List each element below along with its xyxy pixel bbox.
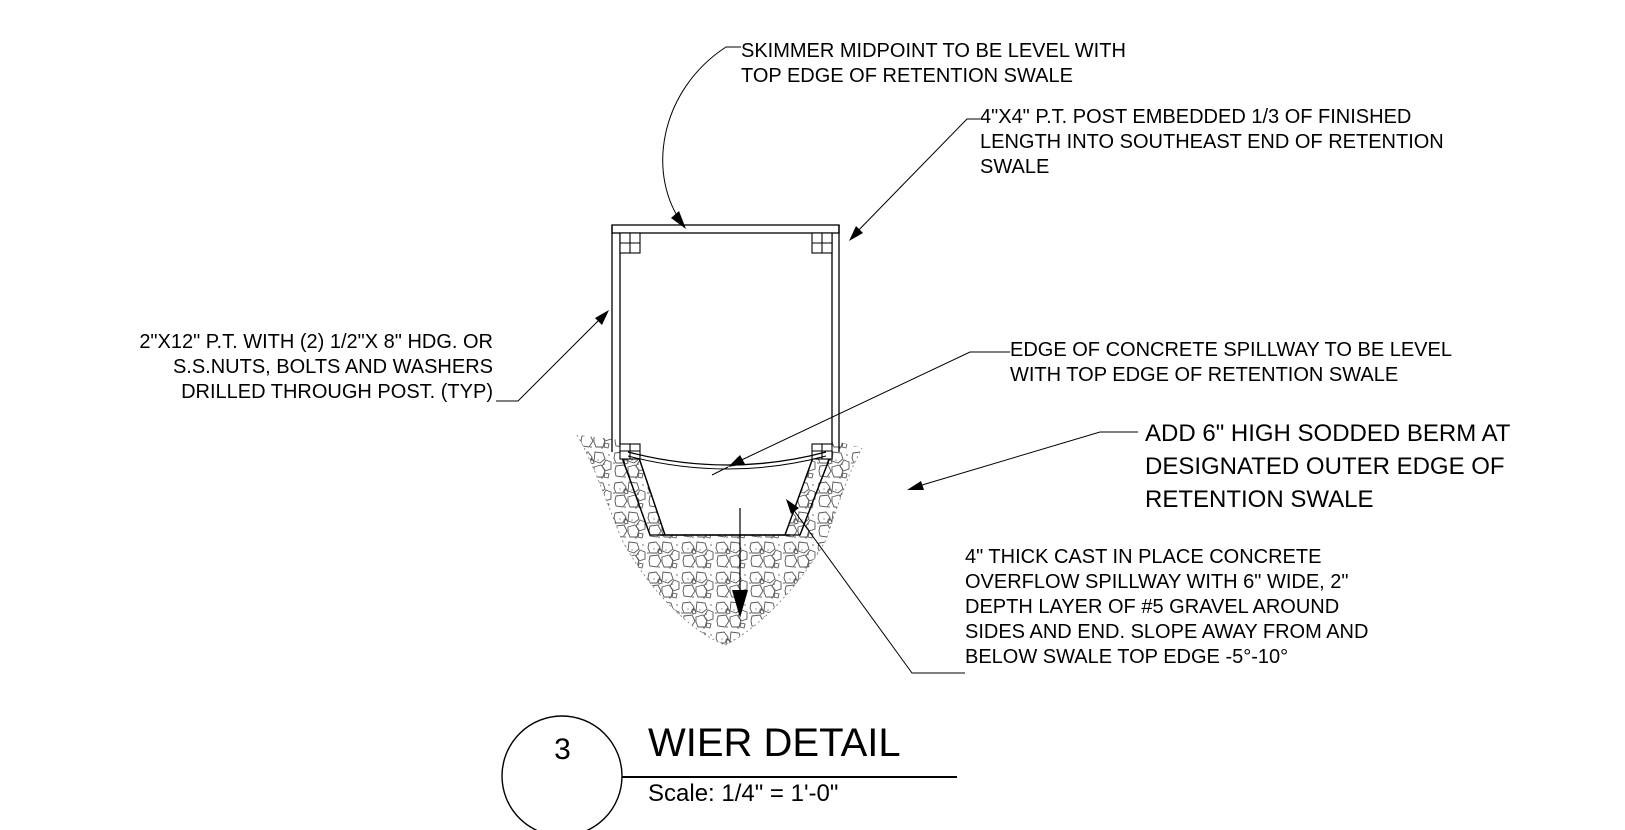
note-line: SIDES AND END. SLOPE AWAY FROM AND <box>965 621 1369 643</box>
post-bottom-right <box>811 443 833 460</box>
leader-post-arrow <box>849 226 863 241</box>
note-line: LENGTH INTO SOUTHEAST END OF RETENTION <box>980 131 1444 153</box>
skimmer-board <box>627 451 827 466</box>
leader-plank-arrow <box>595 310 609 325</box>
note-line: OVERFLOW SPILLWAY WITH 6" WIDE, 2" <box>965 571 1349 593</box>
detail-title: WIER DETAIL <box>648 721 901 765</box>
spillway-left-inner <box>636 451 666 536</box>
note-line: DEPTH LAYER OF #5 GRAVEL AROUND <box>965 596 1340 618</box>
spillway-right-outer <box>799 451 833 536</box>
note-skimmer-midpoint: SKIMMER MIDPOINT TO BE LEVEL WITH TOP ED… <box>741 39 1126 89</box>
leader-spillway-edge-tail <box>711 466 729 476</box>
note-line: SKIMMER MIDPOINT TO BE LEVEL WITH <box>741 40 1126 62</box>
leader-spillway-edge-arrow <box>728 455 745 467</box>
detail-number: 3 <box>554 733 571 766</box>
gravel-outline-right <box>724 447 863 646</box>
note-line: 4"X4" P.T. POST EMBEDDED 1/3 OF FINISHED <box>980 106 1412 128</box>
spillway-right-inner <box>784 451 816 536</box>
leader-berm-arrow <box>907 481 924 490</box>
leader-concrete <box>789 504 965 674</box>
top-plank <box>611 224 840 234</box>
note-post: 4"X4" P.T. POST EMBEDDED 1/3 OF FINISHED… <box>980 105 1444 180</box>
note-line: DRILLED THROUGH POST. (TYP) <box>181 381 493 403</box>
post-top-right <box>811 232 833 254</box>
leader-concrete-arrow <box>786 499 799 514</box>
leader-plank <box>496 312 607 402</box>
leader-post <box>850 118 980 239</box>
leader-skimmer <box>662 46 741 227</box>
leader-spillway-edge <box>732 351 1010 465</box>
skimmer-board-lower <box>627 455 827 470</box>
leader-berm <box>911 431 1138 489</box>
spillway-left-outer <box>619 451 651 536</box>
note-line: ADD 6" HIGH SODDED BERM AT <box>1145 420 1511 447</box>
detail-scale: Scale: 1/4" = 1'-0" <box>648 780 839 807</box>
post-bottom-left <box>619 443 641 460</box>
note-spillway-edge: EDGE OF CONCRETE SPILLWAY TO BE LEVEL WI… <box>1010 338 1452 388</box>
note-line: S.S.NUTS, BOLTS AND WASHERS <box>172 356 493 378</box>
gravel-fill <box>577 435 862 645</box>
post-top-left <box>619 232 641 254</box>
note-plank: 2"X12" P.T. WITH (2) 1/2"X 8" HDG. OR S.… <box>139 330 493 405</box>
note-concrete-spillway: 4" THICK CAST IN PLACE CONCRETE OVERFLOW… <box>965 545 1368 670</box>
leader-skimmer-arrow <box>671 211 686 229</box>
flow-arrow-head <box>732 590 748 618</box>
note-line: WITH TOP EDGE OF RETENTION SWALE <box>1010 364 1399 386</box>
note-line: 2"X12" P.T. WITH (2) 1/2"X 8" HDG. OR <box>139 331 493 353</box>
note-line: DESIGNATED OUTER EDGE OF <box>1145 453 1505 480</box>
note-berm: ADD 6" HIGH SODDED BERM AT DESIGNATED OU… <box>1145 417 1510 516</box>
note-line: BELOW SWALE TOP EDGE -5°-10° <box>965 646 1289 668</box>
note-line: RETENTION SWALE <box>1145 486 1374 513</box>
note-line: TOP EDGE OF RETENTION SWALE <box>741 65 1073 87</box>
gravel-outline-left <box>576 434 726 646</box>
note-line: EDGE OF CONCRETE SPILLWAY TO BE LEVEL <box>1010 339 1452 361</box>
note-line: 4" THICK CAST IN PLACE CONCRETE <box>965 546 1322 568</box>
note-line: SWALE <box>980 156 1050 178</box>
